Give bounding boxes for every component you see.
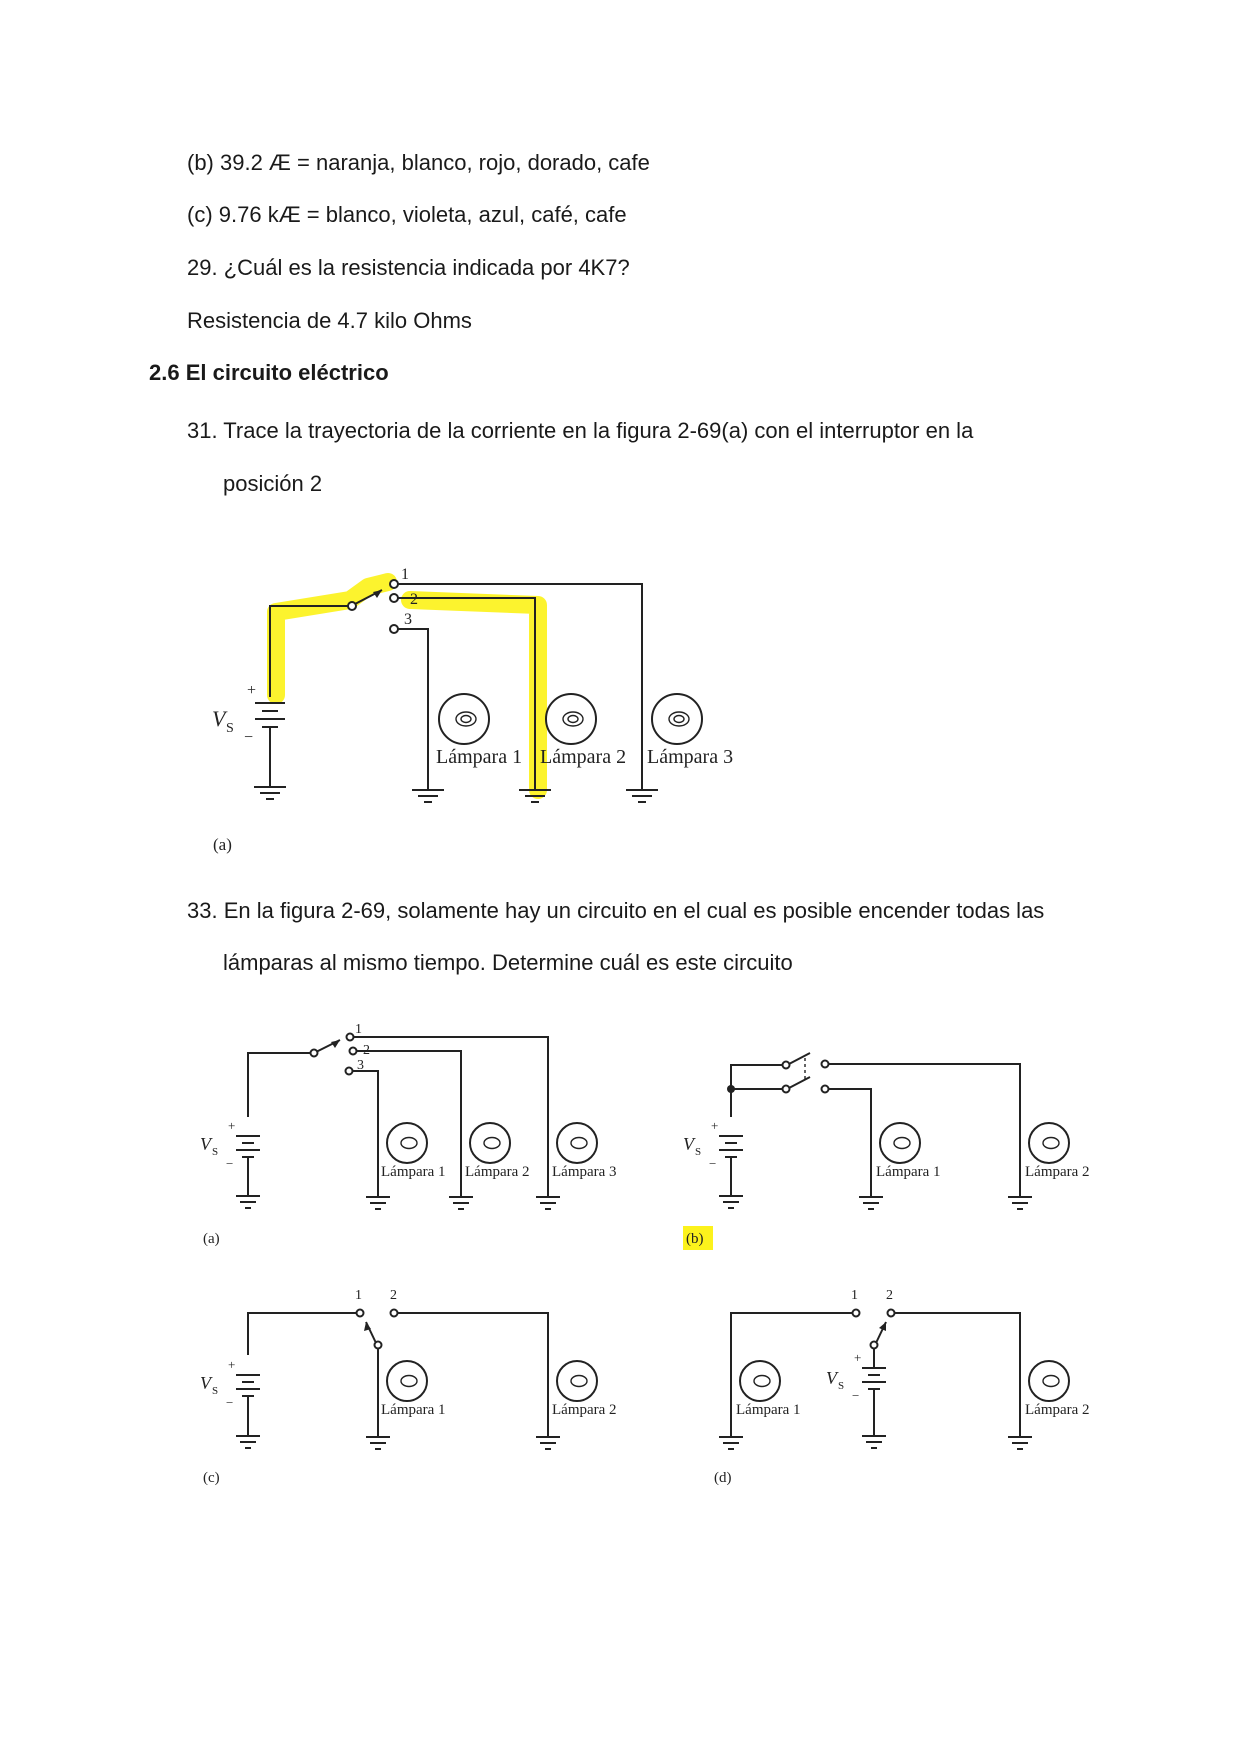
lamp-2-label: Lámpara 2	[540, 746, 626, 768]
a-lamp-1-icon	[386, 1122, 428, 1164]
current-path-highlight-2	[401, 591, 547, 799]
c-vs-sub: S	[212, 1385, 218, 1397]
circuit-c: 1 2 + − V S Lámpara 1 Lámpara 2 (c)	[200, 1288, 617, 1486]
a-lamp-2-label: Lámpara 2	[465, 1164, 530, 1180]
a-lamp-1-label: Lámpara 1	[381, 1164, 446, 1180]
switch-pos-2: 2	[410, 591, 418, 608]
vs-subscript: S	[226, 721, 234, 736]
d-vs-sub: S	[838, 1380, 844, 1392]
circuit-a: 1 2 3 + − V S Lámpara 1 Lámpara 2 Lámpar…	[200, 1022, 617, 1247]
question-33-line1: 33. En la figura 2-69, solamente hay un …	[187, 898, 1045, 923]
question-29: 29. ¿Cuál es la resistencia indicada por…	[187, 255, 630, 280]
answer-c: (c) 9.76 kÆ = blanco, violeta, azul, caf…	[187, 202, 627, 227]
question-31-line2: posición 2	[223, 471, 323, 496]
c-vs: V	[200, 1373, 213, 1393]
minus-sign: −	[244, 729, 253, 746]
c-minus: −	[226, 1395, 233, 1410]
answer-29: Resistencia de 4.7 kilo Ohms	[187, 308, 472, 333]
plus-sign: +	[247, 682, 256, 699]
b-vs: V	[683, 1134, 696, 1154]
ground-icon	[254, 786, 658, 803]
b-lamp-1-icon	[879, 1122, 921, 1164]
c-plus: +	[228, 1357, 235, 1372]
b-lamp-2-label: Lámpara 2	[1025, 1164, 1090, 1180]
d-pos-1: 1	[851, 1288, 858, 1303]
c-pos-1: 1	[355, 1288, 362, 1303]
switch-pos-3: 3	[404, 611, 412, 628]
a-minus: −	[226, 1156, 233, 1171]
b-lamp-2-icon	[1028, 1122, 1070, 1164]
d-minus: −	[852, 1388, 859, 1403]
circuit-b: + − V S Lámpara 1 Lámpara 2 (b)	[683, 1052, 1090, 1250]
circuit-d: 1 2 + − V S Lámpara 1 Lámpara 2 (d)	[714, 1288, 1090, 1486]
c-lamp-2-label: Lámpara 2	[552, 1402, 617, 1418]
answer-b: (b) 39.2 Æ = naranja, blanco, rojo, dora…	[187, 150, 650, 175]
c-lamp-2-icon	[556, 1360, 598, 1402]
lamp-1-label: Lámpara 1	[436, 746, 522, 768]
caption-b-highlight	[683, 1226, 713, 1250]
current-path-highlight	[267, 573, 397, 704]
caption-c: (c)	[203, 1470, 220, 1486]
switch-pos-1: 1	[401, 566, 409, 583]
d-plus: +	[854, 1350, 861, 1365]
c-pos-2: 2	[390, 1288, 397, 1303]
caption-a: (a)	[203, 1231, 220, 1247]
b-plus: +	[711, 1118, 718, 1133]
a-lamp-3-icon	[556, 1122, 598, 1164]
vs-label: V	[212, 706, 228, 731]
a-vs: V	[200, 1134, 213, 1154]
caption-d: (d)	[714, 1470, 732, 1486]
section-heading: 2.6 El circuito eléctrico	[149, 360, 389, 385]
question-33-line2: lámparas al mismo tiempo. Determine cuál…	[223, 950, 793, 975]
b-lamp-1-label: Lámpara 1	[876, 1164, 941, 1180]
a-vs-sub: S	[212, 1146, 218, 1158]
a-lamp-2-icon	[469, 1122, 511, 1164]
b-vs-sub: S	[695, 1146, 701, 1158]
d-lamp-1-label: Lámpara 1	[736, 1402, 801, 1418]
question-31-line1: 31. Trace la trayectoria de la corriente…	[187, 418, 974, 443]
lamp-2-icon	[534, 693, 597, 790]
lamp-3-label: Lámpara 3	[647, 746, 733, 768]
a-lamp-3-label: Lámpara 3	[552, 1164, 617, 1180]
d-vs: V	[826, 1368, 839, 1388]
d-lamp-2-icon	[1028, 1360, 1070, 1402]
a-pos-1: 1	[355, 1022, 362, 1037]
a-pos-2: 2	[363, 1043, 370, 1058]
b-minus: −	[709, 1156, 716, 1171]
a-plus: +	[228, 1118, 235, 1133]
lamp-1-icon	[427, 693, 490, 790]
d-lamp-1-icon	[739, 1360, 781, 1402]
c-lamp-1-label: Lámpara 1	[381, 1402, 446, 1418]
a-pos-3: 3	[357, 1058, 364, 1073]
caption-b: (b)	[686, 1231, 704, 1247]
battery-icon	[255, 702, 285, 787]
lamp-3-icon	[641, 693, 703, 790]
figure-1-caption: (a)	[213, 835, 232, 854]
c-lamp-1-icon	[386, 1360, 428, 1402]
d-pos-2: 2	[886, 1288, 893, 1303]
d-lamp-2-label: Lámpara 2	[1025, 1402, 1090, 1418]
